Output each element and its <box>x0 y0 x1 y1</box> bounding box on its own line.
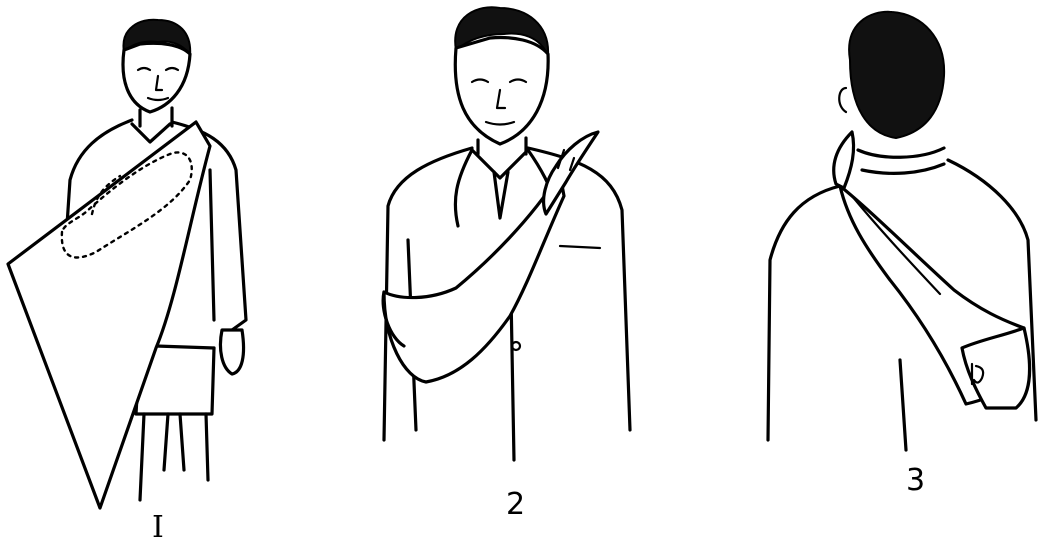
figure-1-bandage-placement <box>0 0 300 550</box>
figure-1-drawing <box>0 0 300 550</box>
figure-3-hair <box>849 12 944 138</box>
figure-3-label: 3 <box>906 466 925 496</box>
figure-3-drawing <box>740 0 1052 550</box>
figure-1-collar <box>132 124 170 142</box>
figure-1-face <box>123 43 190 112</box>
figure-3-sling-back <box>740 0 1052 550</box>
figure-2-face <box>455 38 548 144</box>
figure-1-right-sleeve <box>210 170 214 320</box>
figure-1-triangular-bandage <box>8 122 210 508</box>
figure-2-label: 2 <box>506 490 525 520</box>
figure-3-collar <box>858 148 944 173</box>
figure-3-ear <box>839 88 846 112</box>
figure-3-knot <box>834 132 854 188</box>
figure-2-pocket <box>560 246 600 248</box>
figure-1-jacket-hem <box>156 346 214 348</box>
figure-2-sling-front <box>360 0 680 550</box>
figure-1-legs <box>140 414 208 500</box>
figure-3-back-left <box>768 186 840 440</box>
figure-3-back-seam <box>900 360 906 450</box>
figure-2-collar <box>472 150 528 178</box>
figure-1-hand <box>220 330 243 374</box>
figure-1-label: I <box>152 513 164 543</box>
figure-2-knot <box>544 132 598 214</box>
figure-2-drawing <box>360 0 680 550</box>
